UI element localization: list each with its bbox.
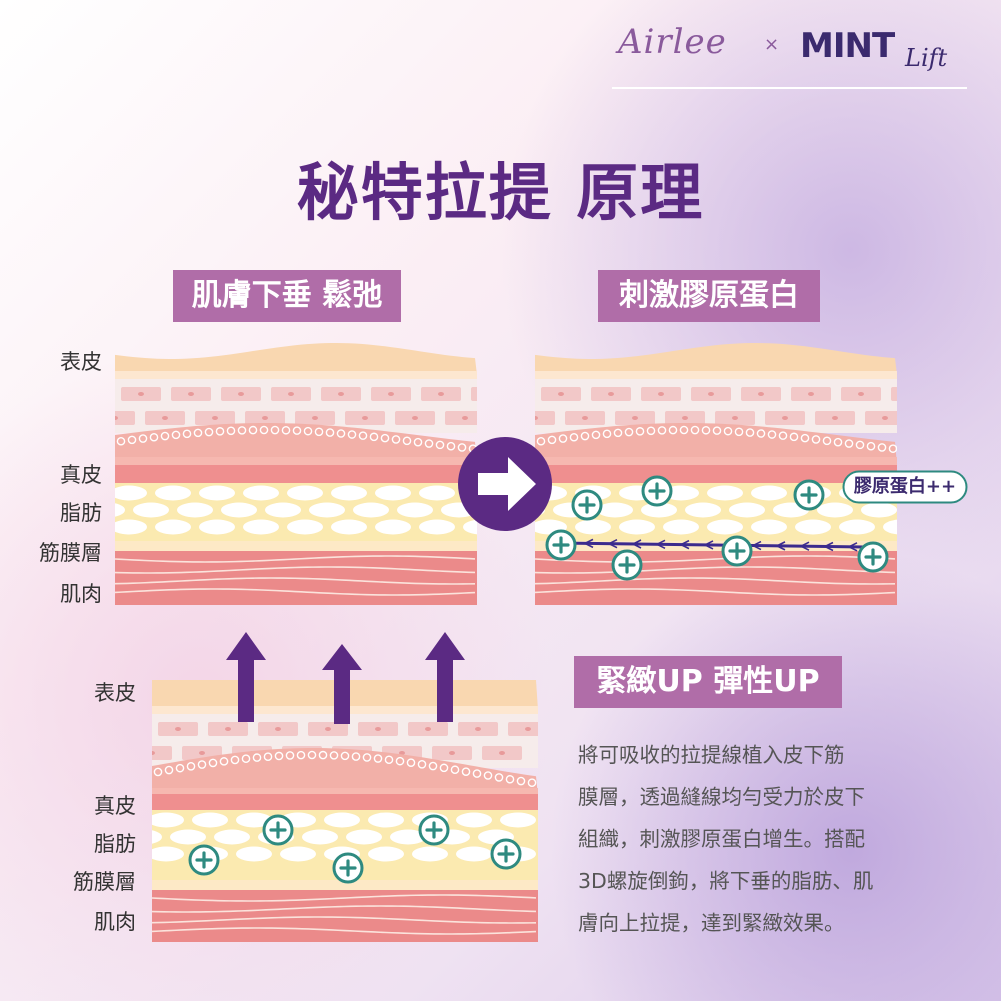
arrow-up-icon bbox=[226, 632, 266, 722]
label-fat: 脂肪 bbox=[94, 832, 136, 856]
tag-stimulate-collagen: 刺激膠原蛋白 bbox=[598, 270, 820, 322]
label-muscle: 肌肉 bbox=[94, 910, 136, 934]
label-fascia: 筋膜層 bbox=[39, 541, 102, 565]
skin-panel-collagen bbox=[535, 343, 897, 605]
brand-lift-logo: Lift bbox=[905, 44, 948, 72]
label-epidermis: 表皮 bbox=[94, 681, 136, 705]
description-line: 膜層，透過縫線均勻受力於皮下 bbox=[578, 785, 865, 809]
brand-separator: × bbox=[764, 34, 780, 55]
brand-divider bbox=[612, 87, 967, 89]
description-line: 將可吸收的拉提線植入皮下筋 bbox=[578, 743, 845, 767]
label-muscle: 肌肉 bbox=[60, 582, 102, 606]
label-dermis: 真皮 bbox=[60, 463, 102, 487]
label-epidermis: 表皮 bbox=[60, 350, 102, 374]
description-line: 組織，刺激膠原蛋白增生。搭配 bbox=[578, 827, 865, 851]
collagen-badge bbox=[842, 470, 968, 504]
arrow-right-icon bbox=[458, 437, 552, 531]
brand-mint-logo: MINT bbox=[800, 26, 895, 66]
description-line: 膚向上拉提，達到緊緻效果。 bbox=[578, 911, 845, 935]
brand-airlee-logo: Airlee bbox=[618, 22, 727, 62]
tag-firm-elastic: 緊緻UP 彈性UP bbox=[574, 656, 842, 708]
label-dermis: 真皮 bbox=[94, 794, 136, 818]
label-fat: 脂肪 bbox=[60, 501, 102, 525]
arrow-up-icon bbox=[322, 644, 362, 724]
description-text: 將可吸收的拉提線植入皮下筋 膜層，透過縫線均勻受力於皮下 組織，刺激膠原蛋白增生… bbox=[578, 734, 938, 944]
description-line: 3D螺旋倒鉤，將下垂的脂肪、肌 bbox=[578, 869, 874, 893]
page-title: 秘特拉提 原理 bbox=[296, 156, 705, 229]
label-fascia: 筋膜層 bbox=[73, 870, 136, 894]
arrow-up-icon bbox=[425, 632, 465, 722]
collagen-badge-label: 膠原蛋白++ bbox=[853, 476, 957, 497]
tag-sagging: 肌膚下垂 鬆弛 bbox=[173, 270, 401, 322]
skin-panel-sagging bbox=[115, 343, 477, 605]
